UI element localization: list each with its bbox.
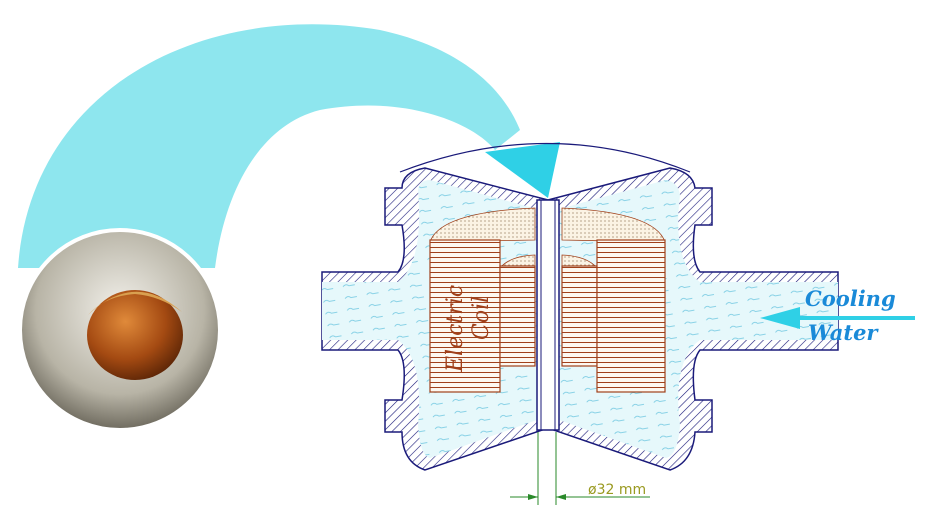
water-inflow-arrow-icon (760, 307, 915, 329)
cooling-label-line2: Water (808, 320, 879, 345)
coil-inner-right (561, 265, 598, 367)
coil-inner-left (499, 265, 536, 367)
central-tube (536, 199, 560, 431)
housing (321, 142, 839, 471)
hazelnut-photo (18, 228, 222, 432)
coil-label-line2: Coil (469, 296, 494, 340)
coil-outer-right (596, 239, 666, 393)
dimension-label: ø32 mm (588, 482, 646, 498)
curved-arrow (18, 24, 560, 268)
dome-outline (399, 142, 691, 173)
coil-label-line1: Electric (443, 285, 468, 373)
arrow-head-icon (485, 142, 560, 198)
cooling-label-line1: Cooling (805, 286, 896, 311)
diameter-dimension: ø32 mm (510, 432, 650, 505)
